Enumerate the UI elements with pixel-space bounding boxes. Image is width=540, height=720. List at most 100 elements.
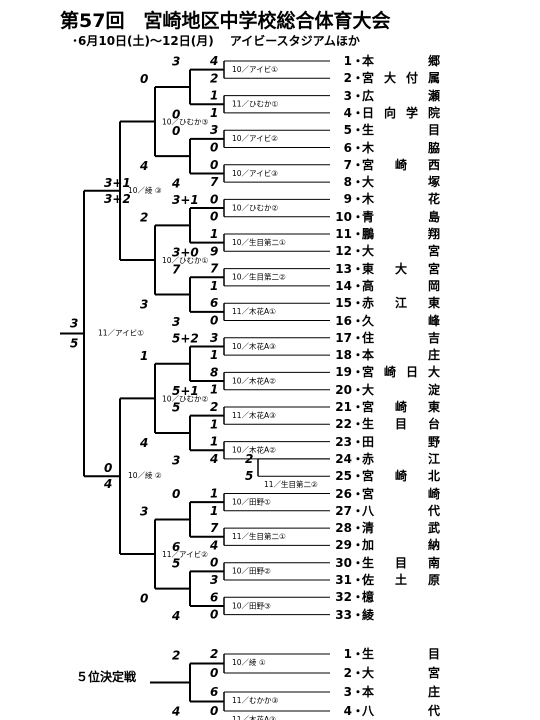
team-entry: 13・東大宮 <box>332 262 442 276</box>
match-note: 10／木花A③ <box>232 341 276 351</box>
team-number: 26 <box>335 486 352 501</box>
match-score: 0 <box>172 107 180 121</box>
team-name: 赤江東 <box>362 296 440 311</box>
team-name: 住吉 <box>362 330 440 345</box>
separator-dot: ・ <box>352 296 365 311</box>
match-score: 0 <box>210 210 218 224</box>
match-score: 7 <box>210 262 219 276</box>
match-score: 2 <box>210 647 218 661</box>
team-name: 大宮 <box>362 244 440 259</box>
team-number: 19 <box>335 365 352 380</box>
match-score: 0 <box>172 487 180 501</box>
match-note: 10／綾 ③ <box>128 185 162 195</box>
team-entry: 1・生目 <box>332 647 442 661</box>
match-score: 3 <box>210 573 218 587</box>
match-score: 2 <box>210 400 218 414</box>
team-name: 田野 <box>362 434 440 449</box>
separator-dot: ・ <box>352 521 365 536</box>
team-name: 木脇 <box>362 140 440 155</box>
match-score: 0 <box>210 608 218 622</box>
match-score: 0 <box>210 556 218 570</box>
team-number: 13 <box>335 261 352 276</box>
team-number: 14 <box>335 278 352 293</box>
match-score: 6 <box>172 540 180 554</box>
match-note: 10／田野③ <box>232 601 271 610</box>
team-entry: 24・赤江 <box>332 452 442 466</box>
match-score: 1 <box>210 487 218 501</box>
separator-dot: ・ <box>352 123 365 138</box>
team-number: 32 <box>335 590 352 605</box>
match-note: 10／ひむか② <box>162 394 209 403</box>
team-name: 綾 <box>362 607 375 622</box>
match-score: 3+0 <box>172 246 199 260</box>
team-entry: 8・大塚 <box>332 175 442 189</box>
match-note: 10／生目第二② <box>232 272 286 282</box>
team-name: 宮崎 <box>362 486 440 501</box>
team-entry: 10・青島 <box>332 210 442 224</box>
team-entry: 29・加納 <box>332 538 442 552</box>
match-score: 2 <box>210 71 218 85</box>
match-score: 1 <box>210 383 218 397</box>
separator-dot: ・ <box>352 434 365 449</box>
team-name: 鵬翔 <box>362 227 440 241</box>
team-entry: 12・大宮 <box>332 244 442 258</box>
match-score: 4 <box>209 54 218 68</box>
separator-dot: ・ <box>352 140 365 155</box>
match-score: 0 <box>210 314 218 328</box>
team-name: 赤江 <box>362 451 440 466</box>
team-number: 31 <box>335 573 352 587</box>
separator-dot: ・ <box>352 244 365 259</box>
team-entry: 26・宮崎 <box>332 487 442 501</box>
separator-dot: ・ <box>352 607 365 622</box>
team-entry: 30・生目南 <box>332 556 442 570</box>
separator-dot: ・ <box>352 88 365 103</box>
team-entry: 2・大宮 <box>332 666 442 680</box>
team-entry: 9・木花 <box>332 192 442 206</box>
team-number: 18 <box>335 348 352 363</box>
match-score: 1 <box>210 227 218 241</box>
team-name: 本郷 <box>362 54 440 68</box>
match-score: 0 <box>104 461 112 475</box>
separator-dot: ・ <box>352 365 365 380</box>
separator-dot: ・ <box>352 590 365 605</box>
team-entry: 17・住吉 <box>332 331 442 345</box>
team-number: 6 <box>343 140 352 155</box>
match-score: 1 <box>210 417 218 431</box>
separator-dot: ・ <box>352 175 365 190</box>
team-name: 生目南 <box>362 555 440 570</box>
team-entry: 33・綾 <box>332 608 442 622</box>
match-score: 5 <box>172 401 180 415</box>
team-name: 青島 <box>362 209 440 224</box>
team-name: 生目台 <box>362 417 440 432</box>
match-score: 0 <box>140 72 148 86</box>
match-score: 1 <box>210 504 218 518</box>
match-score: 1 <box>140 349 148 363</box>
page-title: 第57回 宮崎地区中学校総合体育大会 <box>60 10 391 32</box>
match-score: 4 <box>171 705 180 719</box>
match-score: 6 <box>210 296 218 310</box>
team-entry: 19・宮崎日大 <box>332 365 442 379</box>
match-score: 5+1 <box>172 384 199 398</box>
match-score: 6 <box>210 590 218 604</box>
match-score: 5+2 <box>172 331 199 345</box>
match-note: 10／アイビ③ <box>232 169 278 178</box>
separator-dot: ・ <box>352 469 365 484</box>
team-name: 木花 <box>362 192 440 207</box>
team-name: 久峰 <box>362 313 440 328</box>
match-score: 4 <box>209 538 218 552</box>
team-name: 宮崎日大 <box>362 365 440 380</box>
match-note: 10／生目第二① <box>232 237 286 247</box>
match-score: 1 <box>210 89 218 103</box>
team-name: 本庄 <box>362 348 440 363</box>
match-note: 11／生目第二① <box>232 531 286 541</box>
separator-dot: ・ <box>352 486 365 501</box>
team-number: 23 <box>335 434 352 449</box>
match-score: 3+1 <box>172 193 199 207</box>
team-number: 20 <box>335 382 352 397</box>
team-name: 宮大付属 <box>362 71 440 86</box>
match-score: 0 <box>210 666 218 680</box>
separator-dot: ・ <box>352 382 365 397</box>
team-number: 27 <box>335 503 352 518</box>
team-number: 2 <box>343 666 352 680</box>
